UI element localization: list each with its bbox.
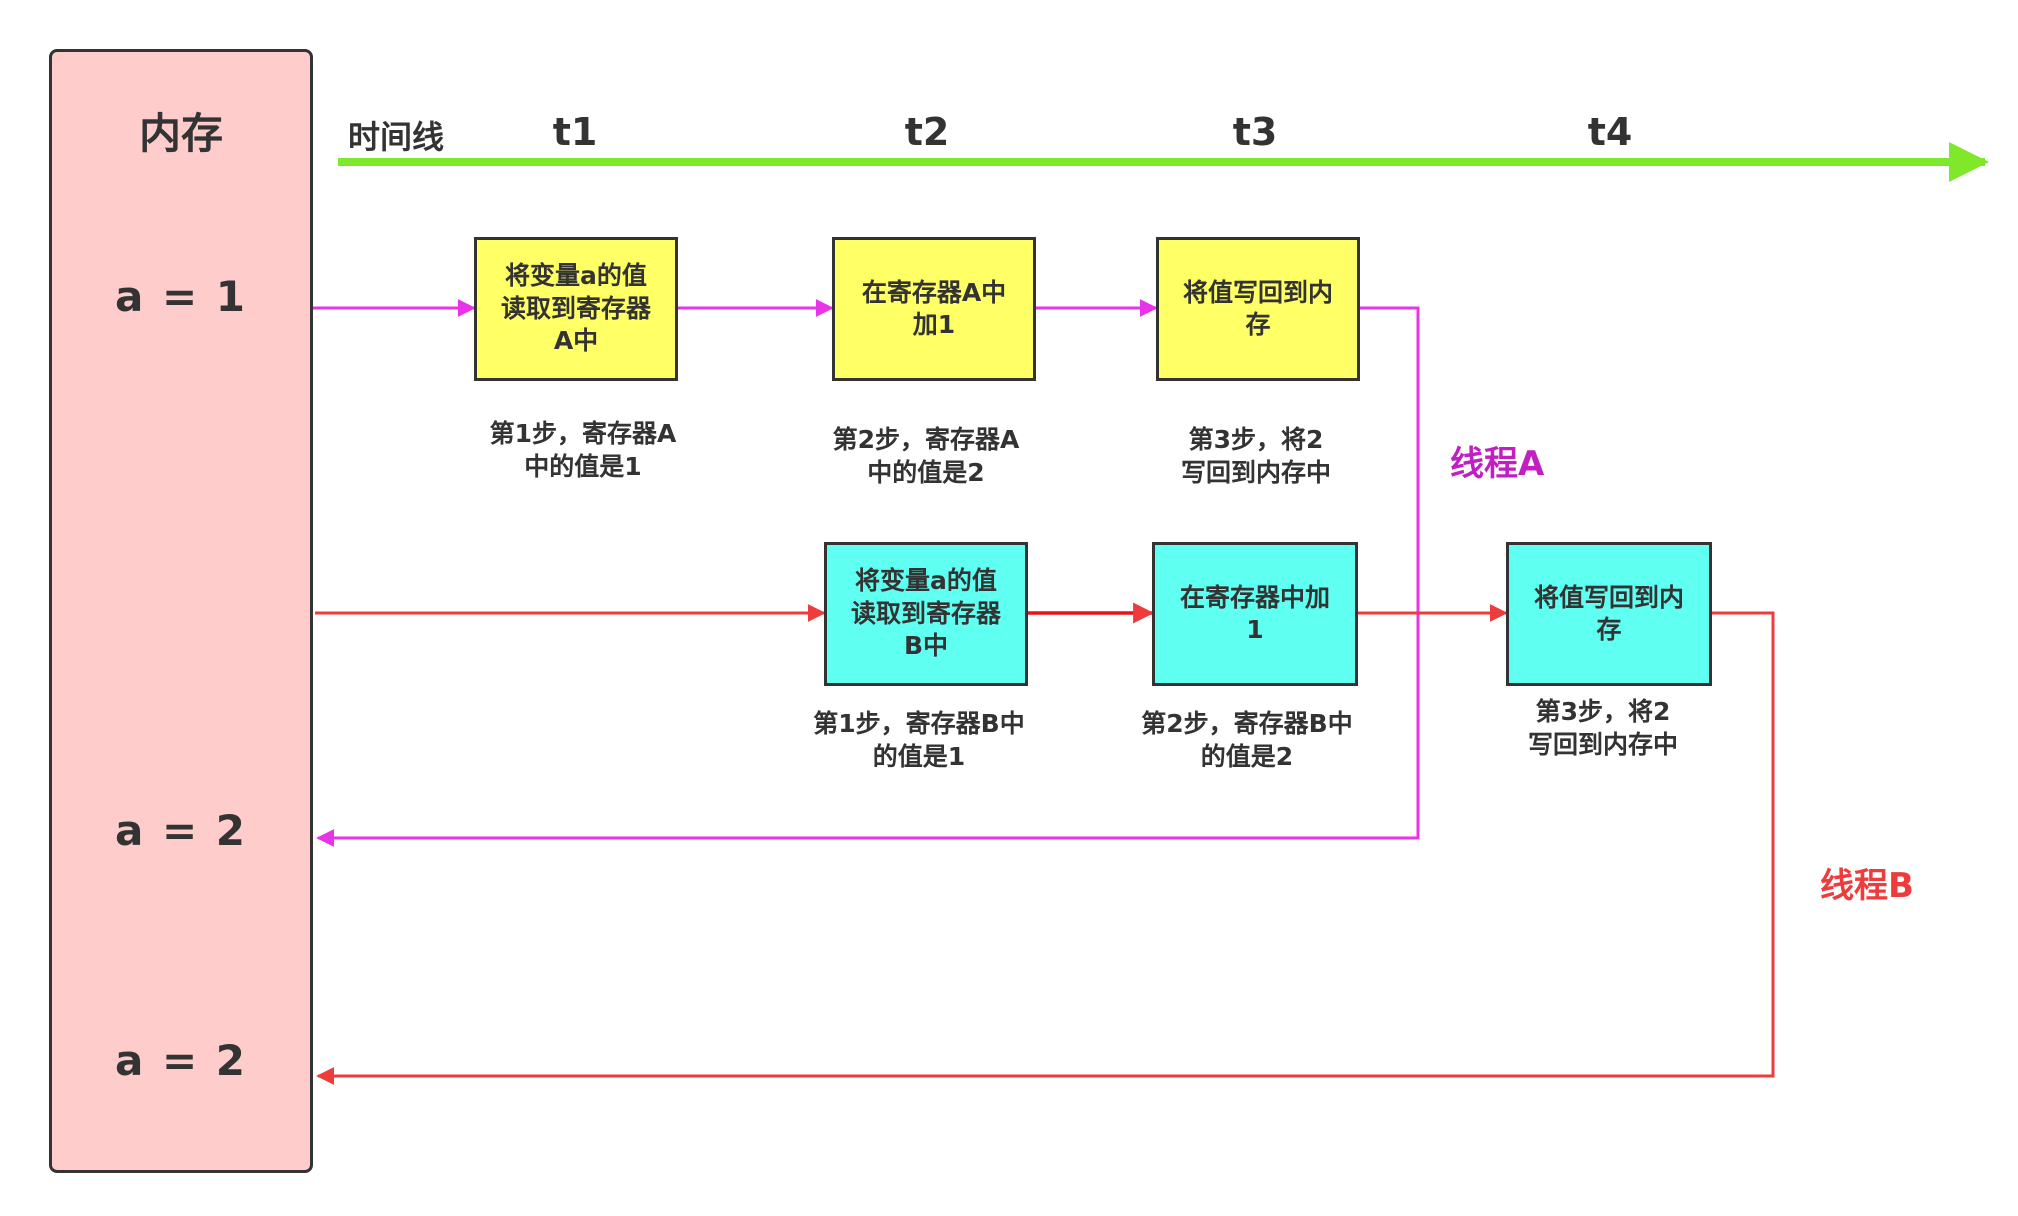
thread-a-step-1-caption: 第1步，寄存器A 中的值是1 [489, 419, 677, 481]
memory-panel [49, 49, 313, 1173]
memory-title: 内存 [138, 109, 223, 158]
thread-b-step-3-caption: 第3步，将2 写回到内存中 [1527, 697, 1678, 759]
memory-value-after-thread-a: a = 2 [114, 806, 247, 855]
tick-t2: t2 [904, 110, 950, 154]
thread-b-step-1-box: 将变量a的值 读取到寄存器 B中 [824, 542, 1028, 686]
thread-b-step-3-box: 将值写回到内 存 [1506, 542, 1712, 686]
thread-a-step-3-caption: 第3步，将2 写回到内存中 [1180, 425, 1331, 487]
thread-a-writeback-arrow [316, 306, 1420, 847]
tick-t1: t1 [552, 110, 598, 154]
tick-t3: t3 [1232, 110, 1278, 154]
thread-a-label: 线程A [1450, 444, 1545, 484]
memory-value-initial: a = 1 [114, 272, 247, 321]
memory-value-after-thread-b: a = 2 [114, 1036, 247, 1085]
thread-b-label: 线程B [1820, 866, 1914, 906]
thread-a-step-2-caption: 第2步，寄存器A 中的值是2 [832, 425, 1020, 487]
thread-b-step-2-box: 在寄存器中加 1 [1152, 542, 1358, 686]
thread-a-step-2-box: 在寄存器A中 加1 [832, 237, 1036, 381]
thread-b-step-2-caption: 第2步，寄存器B中 的值是2 [1141, 709, 1353, 771]
thread-b-writeback-arrow [316, 611, 1775, 1085]
timeline-label: 时间线 [348, 118, 445, 156]
thread-a-step-3-box: 将值写回到内 存 [1156, 237, 1360, 381]
thread-a-step-1-box: 将变量a的值 读取到寄存器 A中 [474, 237, 678, 381]
thread-b-step-1-caption: 第1步，寄存器B中 的值是1 [813, 709, 1025, 771]
tick-t4: t4 [1587, 110, 1633, 154]
